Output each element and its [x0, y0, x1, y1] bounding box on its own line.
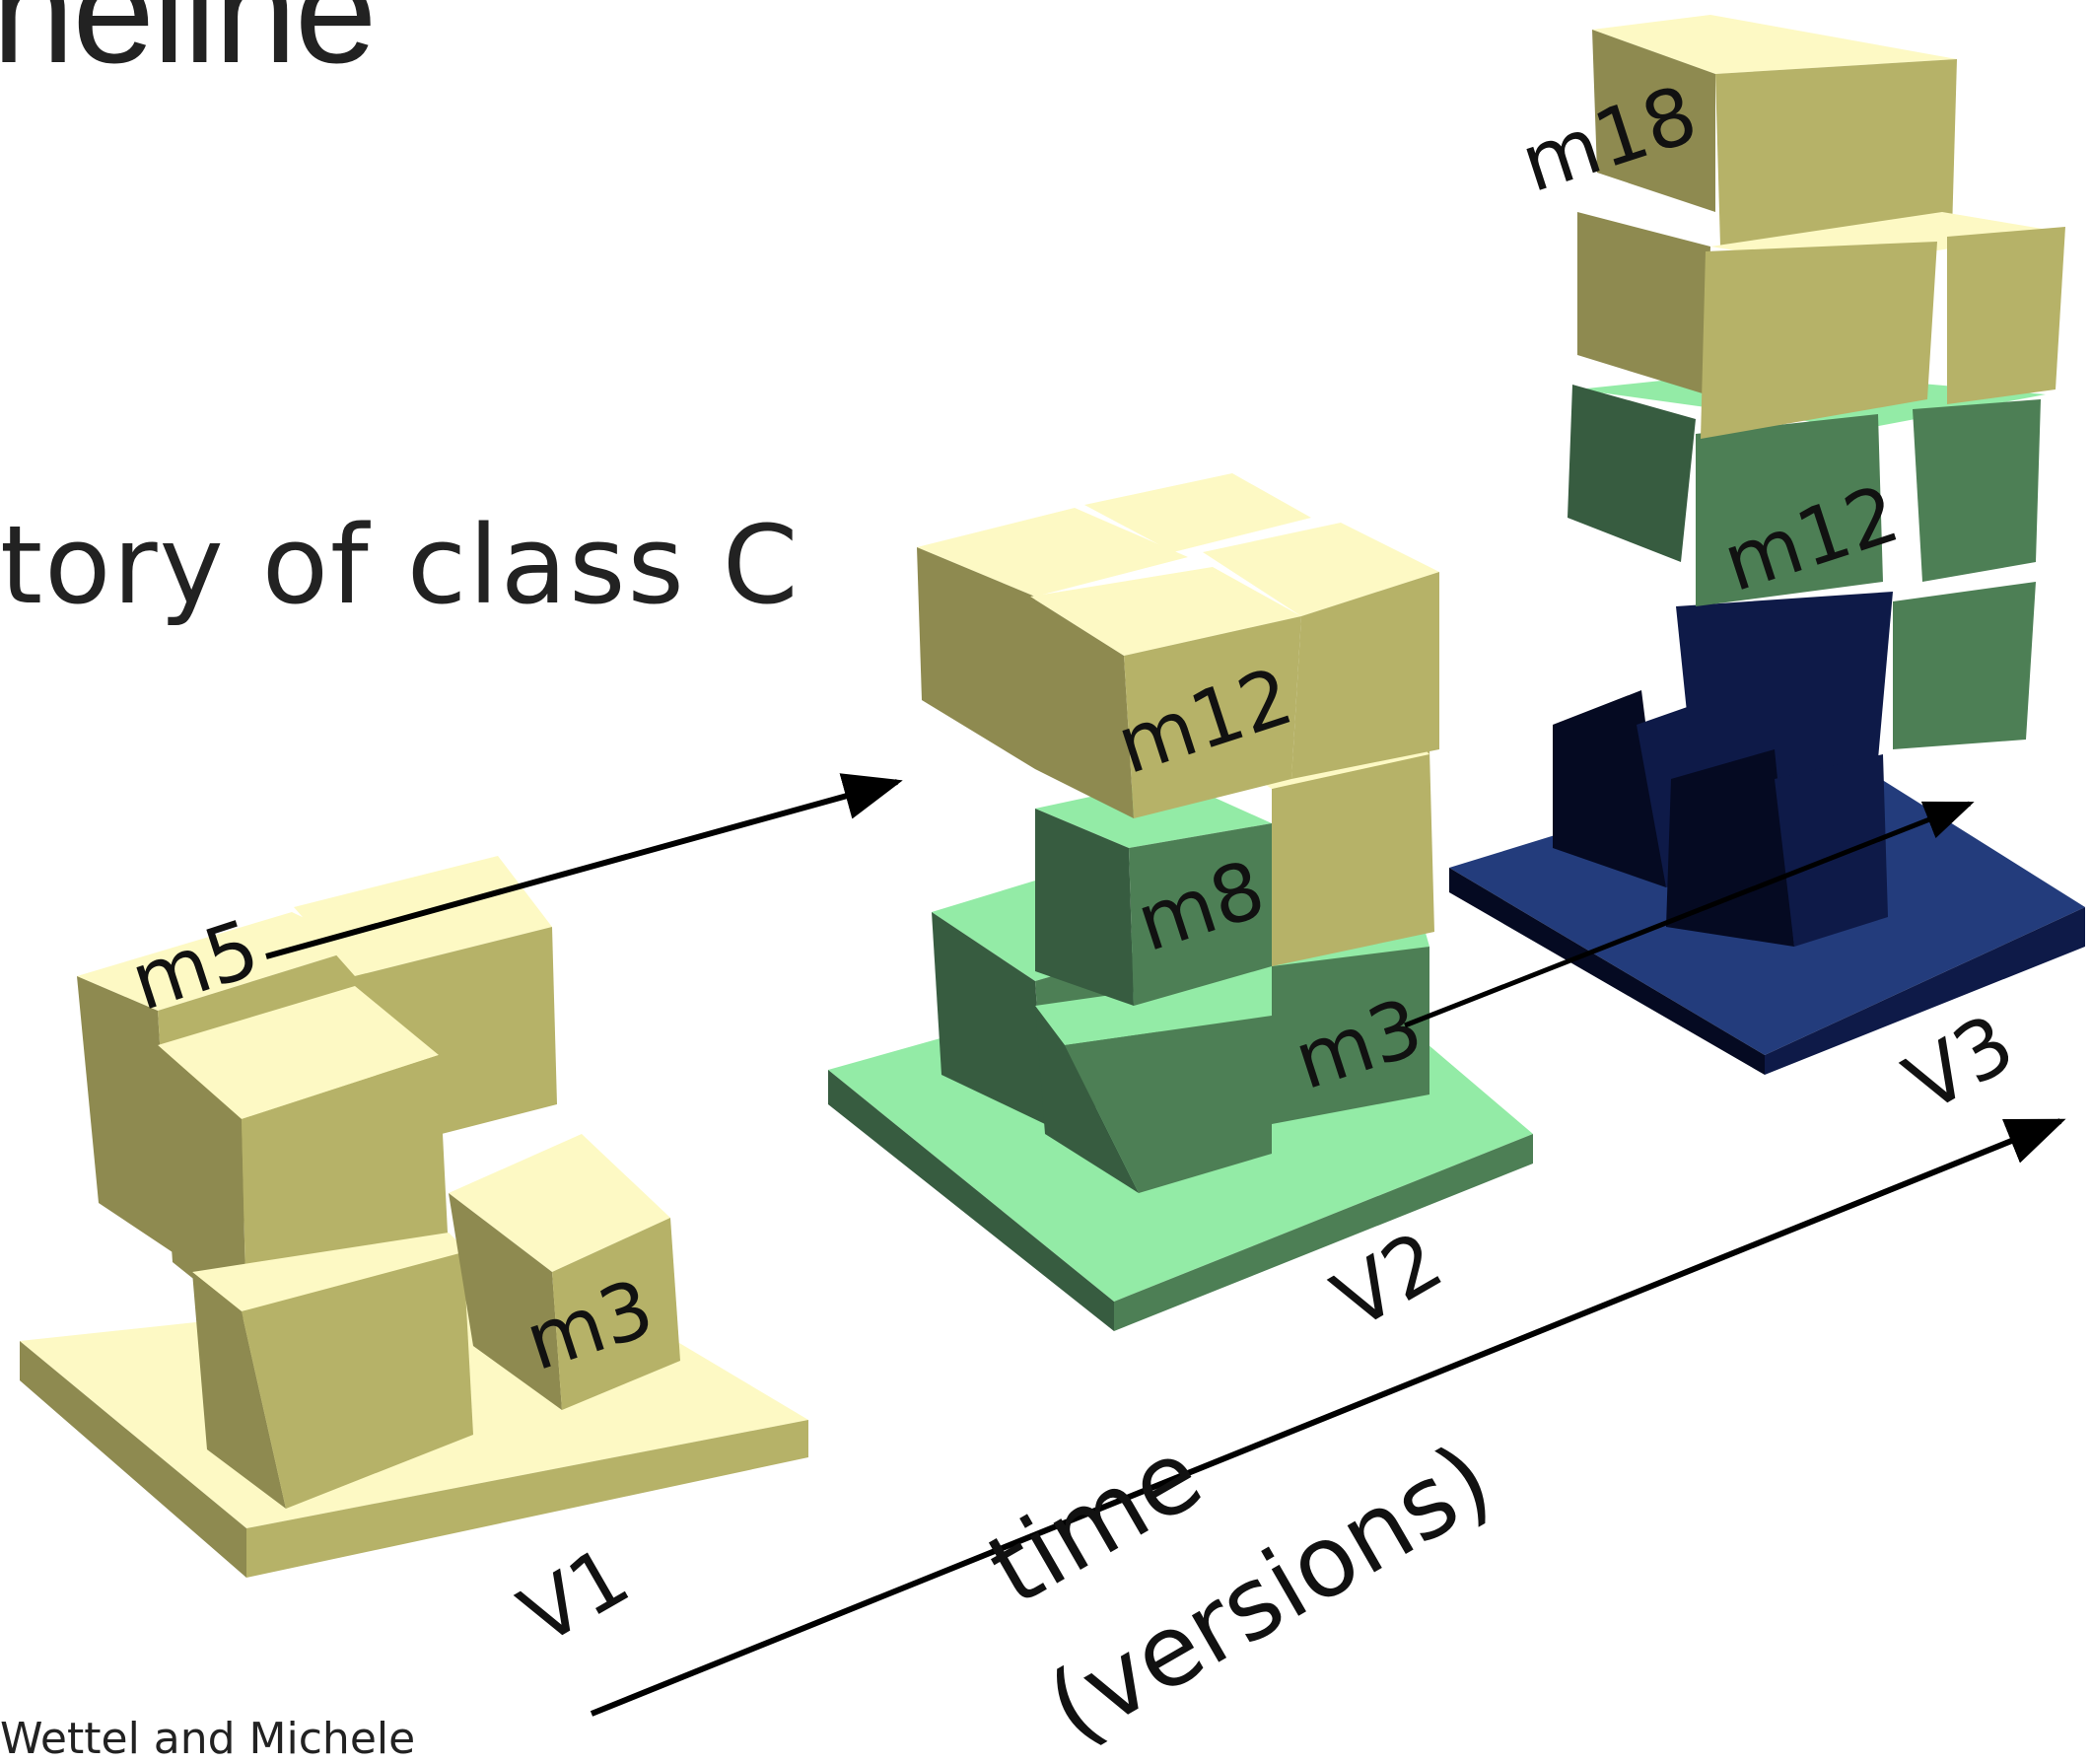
yellow-top-face [1030, 567, 1301, 656]
yellow-top-face [917, 508, 1188, 597]
green-front-face [1129, 823, 1272, 1006]
yellow-side-face [917, 547, 1035, 769]
yellow-top-face [1203, 523, 1439, 616]
green-front-face [1913, 399, 2041, 582]
yellow-top-face [158, 986, 439, 1119]
slide-title-fragment: neline [0, 0, 377, 94]
green-side-face [1035, 809, 1134, 1006]
yellow-top-face [77, 912, 365, 1011]
green-side-face [828, 1070, 1114, 1331]
navy-front-face [1676, 592, 1893, 799]
yellow-side-face [1577, 212, 1710, 394]
green-side-face [932, 912, 1045, 1124]
navy-front-face [1765, 907, 2085, 1075]
yellow-front-face [242, 1252, 473, 1509]
version-v2-stack: m12 m8 m3 V2 [828, 473, 1533, 1348]
green-front-face [1114, 1134, 1533, 1331]
yellow-top-face [1592, 15, 1957, 74]
green-front-face [1893, 582, 2036, 749]
yellow-side-face [77, 976, 173, 1252]
version-v3-stack: m18 m12 V3 [1449, 15, 2085, 1131]
navy-side-face [1553, 690, 1666, 887]
yellow-side-face [1030, 597, 1134, 818]
arrow-m5-to-v2 [265, 773, 903, 959]
yellow-side-face [449, 1193, 562, 1410]
green-side-face [1568, 385, 1696, 562]
yellow-side-face [1592, 30, 1715, 212]
navy-side-face [1449, 868, 1765, 1075]
v1-version-label: V1 [506, 1529, 645, 1663]
yellow-top-face [192, 1233, 473, 1311]
yellow-side-face [20, 1341, 246, 1578]
yellow-front-face [1291, 572, 1439, 779]
version-v1-stack: m5 m3 V1 [20, 856, 808, 1663]
arrow-m3-to-v3 [1404, 801, 1975, 1028]
yellow-front-face [246, 1420, 808, 1578]
yellow-side-face [192, 1272, 286, 1509]
green-front-face [1696, 414, 1883, 606]
yellow-top-face [449, 1134, 670, 1272]
yellow-front-face [1947, 227, 2065, 404]
yellow-front-face [552, 1218, 680, 1410]
yellow-side-face [158, 1045, 246, 1321]
yellow-front-face [1124, 616, 1301, 818]
green-front-face [1065, 1016, 1272, 1193]
green-side-face [1035, 1006, 1139, 1193]
v3-version-label: V3 [1891, 997, 2030, 1131]
green-top-face [1035, 976, 1272, 1045]
yellow-front-face [1701, 242, 1937, 439]
navy-side-face [1666, 749, 1794, 947]
yellow-top-face [1084, 473, 1311, 552]
green-front-face [1272, 947, 1429, 1124]
yellow-front-face [1272, 749, 1434, 966]
time-axis-arrow [590, 1118, 2066, 1717]
yellow-front-face [1715, 59, 1957, 247]
navy-front-face [1775, 754, 1888, 947]
slide-subtitle-fragment: tory of class C [0, 502, 801, 628]
